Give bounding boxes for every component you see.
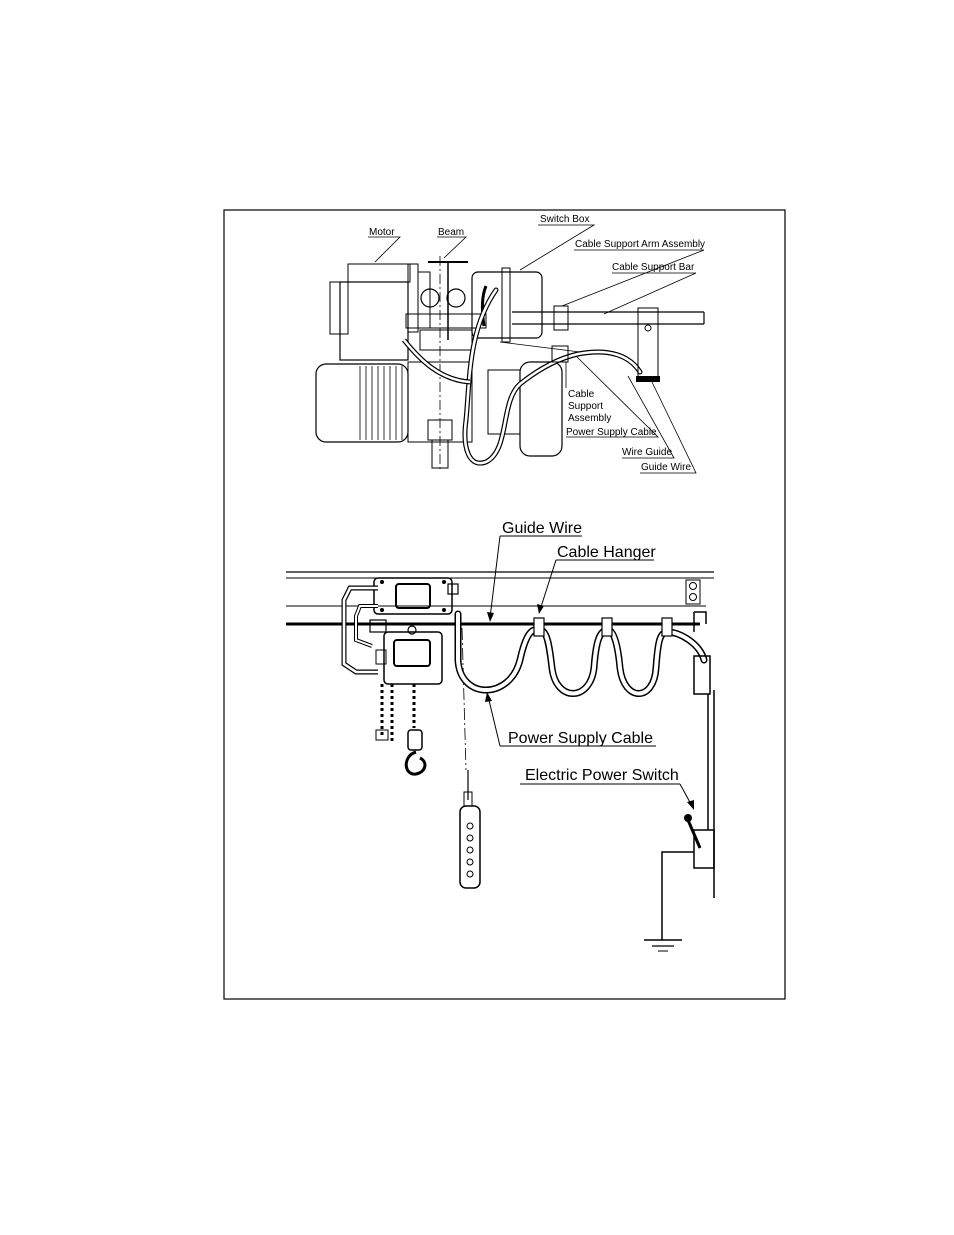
hoist-drawing: [370, 620, 442, 684]
label-cable-support-assembly-3: Assembly: [568, 413, 611, 424]
label-cable-support-arm-assembly: Cable Support Arm Assembly: [575, 239, 705, 250]
label-guide-wire-side: Guide Wire: [502, 520, 582, 537]
label-cable-hanger: Cable Hanger: [557, 544, 656, 561]
label-power-supply-cable-side: Power Supply Cable: [508, 730, 653, 747]
label-beam: Beam: [438, 227, 464, 238]
label-cable-support-assembly-2: Support: [568, 401, 603, 412]
pendant-drawing: [460, 628, 480, 888]
label-guide-wire-top: Guide Wire: [641, 462, 691, 473]
figure-border: [224, 210, 785, 999]
switch-box-drawing: [472, 268, 542, 342]
cable-hangers: [534, 618, 672, 636]
motor-drawing: [330, 264, 430, 360]
rail-drawing: [286, 572, 714, 632]
hook-drawing: [406, 684, 425, 774]
label-wire-guide: Wire Guide: [622, 447, 672, 458]
power-switch-drawing: [644, 656, 714, 951]
label-motor: Motor: [369, 227, 395, 238]
label-power-supply-cable-top: Power Supply Cable: [566, 427, 657, 438]
label-cable-support-bar: Cable Support Bar: [612, 262, 695, 273]
label-cable-support-assembly-1: Cable: [568, 389, 595, 400]
hand-chain-drawing: [376, 684, 392, 744]
label-switch-box: Switch Box: [540, 214, 589, 225]
side-view-drawing: [286, 572, 714, 951]
label-electric-power-switch: Electric Power Switch: [525, 767, 679, 784]
